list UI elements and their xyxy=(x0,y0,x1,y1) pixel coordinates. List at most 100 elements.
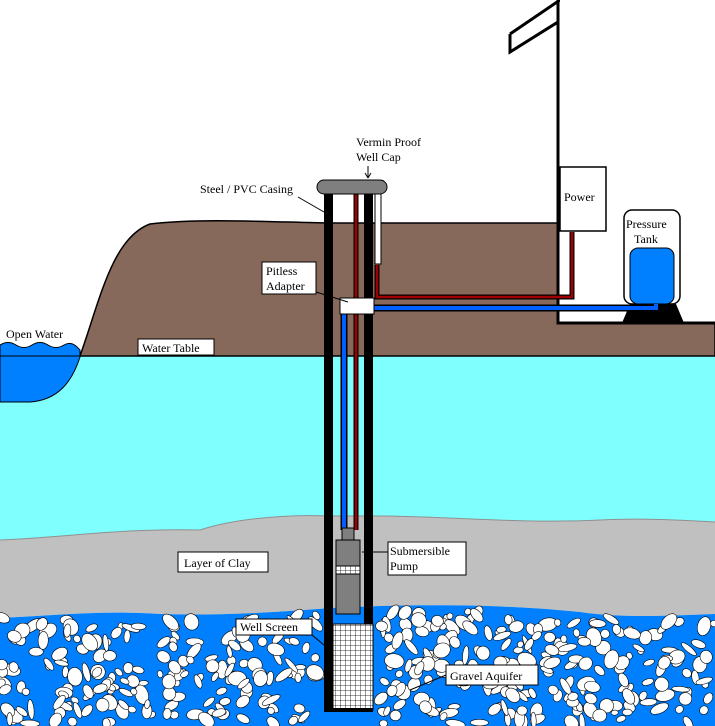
gravel-stone xyxy=(383,705,391,717)
clay-box xyxy=(177,551,269,573)
gravel-stone xyxy=(470,718,489,726)
gravel-stone xyxy=(37,631,49,650)
gravel-stone xyxy=(162,708,172,720)
gravel-stone xyxy=(162,613,179,631)
gravel-stone xyxy=(261,694,281,706)
gravel-stone xyxy=(410,612,427,628)
gravel-stone xyxy=(122,662,134,674)
gravel-stone xyxy=(379,719,388,726)
pump-motor xyxy=(335,539,361,567)
gravel-stone xyxy=(500,638,512,651)
well-screen xyxy=(332,623,374,711)
gravel-stone xyxy=(288,716,299,726)
gravel-stone xyxy=(305,664,325,681)
pitless-adapter xyxy=(339,297,375,315)
gravel-stone xyxy=(235,695,250,709)
gravel-stone xyxy=(130,688,138,696)
steel-casing-label: Steel / PVC Casing xyxy=(200,182,293,196)
gravel-stone xyxy=(293,703,306,714)
gravel-stone xyxy=(696,616,712,637)
gravel-stone xyxy=(95,698,110,713)
gravel-stone xyxy=(699,705,709,715)
gravel-stone xyxy=(573,628,580,638)
gravel-stone xyxy=(275,667,293,683)
gravel-stone xyxy=(547,685,559,695)
gravel-stone xyxy=(103,650,117,662)
gravel-stone xyxy=(70,696,80,704)
gravel-stone xyxy=(464,608,472,616)
gravel-stone xyxy=(398,605,412,620)
gravel-stone xyxy=(612,624,622,635)
gravel-stone xyxy=(638,691,648,701)
gravel-stone xyxy=(543,631,556,643)
gravel-stone xyxy=(462,620,479,636)
gravel-stone xyxy=(391,631,404,650)
pump-box xyxy=(387,541,467,576)
gravel-stone xyxy=(517,640,524,648)
gravel-stone xyxy=(92,683,108,694)
gravel-stone xyxy=(622,688,636,705)
gravel-stone xyxy=(73,702,83,719)
gravel-stone xyxy=(513,646,524,654)
gravel-stone xyxy=(183,613,200,631)
gravel-stone xyxy=(618,672,629,688)
gravel-stone xyxy=(564,714,579,726)
pitless-label-line2: Adapter xyxy=(266,279,305,293)
gravel-stone xyxy=(114,668,123,677)
gravel-stone xyxy=(566,617,581,629)
gravel-stone xyxy=(643,659,655,667)
gravel-aquifer-label: Gravel Aquifer xyxy=(450,669,522,683)
gravel-stone xyxy=(374,692,388,706)
gravel-stone xyxy=(19,719,41,726)
gravel-stone xyxy=(632,643,645,653)
gravel-stone xyxy=(584,692,598,705)
gravel-stone xyxy=(27,699,35,720)
well-screen-label: Well Screen xyxy=(240,620,298,634)
gravel-stone xyxy=(560,634,568,643)
pump-label-line1: Submersible xyxy=(390,544,450,558)
gravel-stone xyxy=(81,662,91,683)
gravel-stone xyxy=(180,670,189,678)
gravel-stone xyxy=(21,687,30,696)
power-box xyxy=(559,166,607,232)
gravel-stone xyxy=(205,659,220,673)
gravel-stone xyxy=(168,660,182,675)
water-table-box xyxy=(137,338,215,356)
gravel-stone xyxy=(67,667,83,687)
gravel-stone xyxy=(110,627,123,639)
gravel-stone xyxy=(567,692,579,702)
gravel-stone xyxy=(226,645,233,658)
gravel-stone xyxy=(43,657,54,671)
gravel-stone xyxy=(703,692,714,705)
gravel-stone xyxy=(310,653,320,663)
gravel-stone xyxy=(117,699,130,711)
gravel-stone xyxy=(483,625,493,641)
gravel-stone xyxy=(404,658,413,673)
pressure-tank-label-line1: Pressure xyxy=(626,217,667,231)
power-label: Power xyxy=(564,190,595,204)
clay-label: Layer of Clay xyxy=(184,556,251,570)
gravel-stone xyxy=(0,659,8,671)
pitless-box xyxy=(261,261,317,295)
gravel-stone xyxy=(393,699,407,711)
gravel-stone xyxy=(678,692,693,706)
gravel-stone xyxy=(54,659,69,667)
gravel-stone xyxy=(584,680,601,693)
gravel-stone xyxy=(603,649,620,669)
gravel-stone xyxy=(446,612,454,620)
gravel-stone xyxy=(267,706,275,715)
gravel-stone xyxy=(505,687,521,703)
gravel-stone xyxy=(130,622,147,630)
gravel-stone xyxy=(622,708,633,716)
pressure-tank xyxy=(629,247,675,305)
casing-right-wall xyxy=(364,190,373,624)
screen-box xyxy=(235,618,313,636)
gravel-stone xyxy=(219,697,231,706)
aquifer-box xyxy=(445,664,539,686)
gravel-stone xyxy=(0,684,12,696)
gravel-stone xyxy=(186,655,195,665)
pump-label-line2: Pump xyxy=(390,559,418,573)
house-roof xyxy=(509,0,561,36)
gravel-stone xyxy=(594,665,605,676)
